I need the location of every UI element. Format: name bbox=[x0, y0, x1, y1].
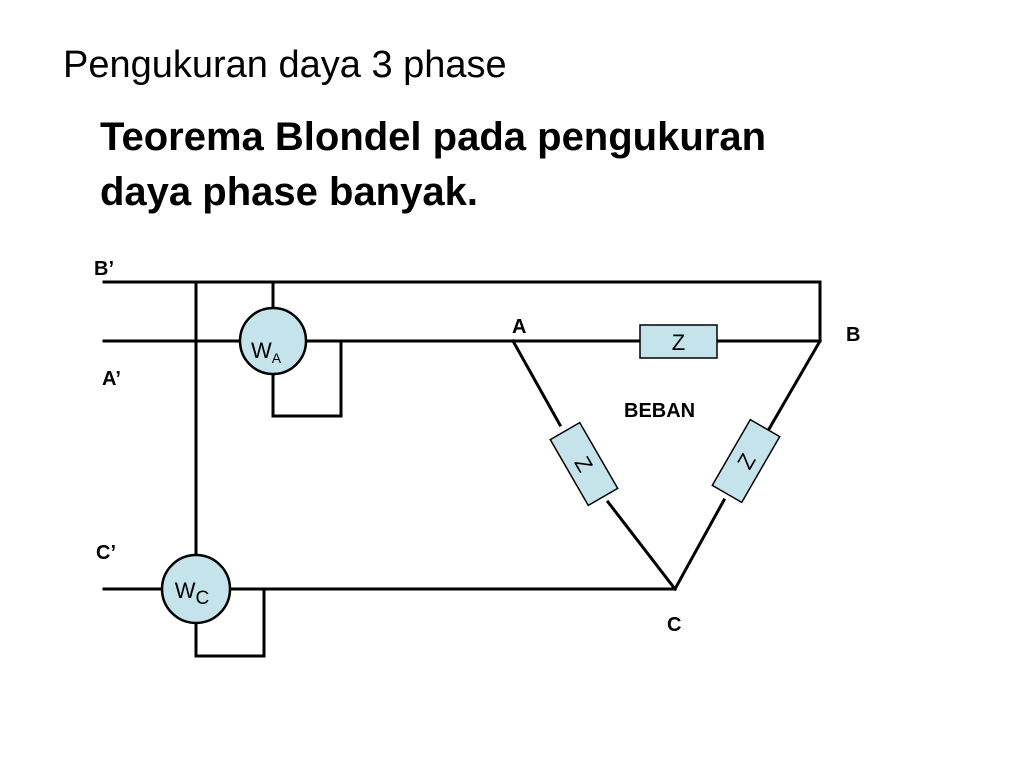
wires bbox=[102, 280, 823, 658]
label-a-prime: A’ bbox=[102, 368, 121, 390]
subtitle-line-1: Teorema Blondel pada pengukuran bbox=[100, 115, 767, 159]
wire-z-ac-to-c bbox=[605, 499, 678, 592]
impedance-bc: Z bbox=[711, 418, 781, 504]
label-b-prime: B’ bbox=[94, 258, 114, 280]
wattmeter-wc-sub: C bbox=[196, 588, 210, 609]
label-c-prime: C’ bbox=[96, 542, 116, 564]
wire-z-bc-to-c bbox=[672, 497, 727, 592]
wattmeter-wa: WA bbox=[238, 306, 308, 376]
impedance-ac: Z bbox=[549, 421, 619, 507]
wire-a-to-z-ac bbox=[510, 338, 563, 428]
wattmeter-wc-main: W bbox=[175, 578, 196, 603]
labels: B’ A’ C’ A B C BEBAN bbox=[94, 258, 860, 636]
label-node-c: C bbox=[667, 614, 681, 636]
label-node-a: A bbox=[512, 316, 526, 338]
svg-text:WA: WA bbox=[251, 338, 282, 366]
wattmeter-wc: WC bbox=[160, 553, 232, 625]
slide-title: Pengukuran daya 3 phase bbox=[63, 44, 507, 86]
wire-b-to-z-bc bbox=[762, 338, 823, 439]
wattmeter-wa-main: W bbox=[251, 338, 272, 363]
svg-text:WC: WC bbox=[175, 578, 210, 609]
impedance-ab: Z bbox=[639, 324, 718, 359]
subtitle-line-2: daya phase banyak. bbox=[100, 170, 478, 214]
impedance-ab-label: Z bbox=[672, 330, 685, 355]
label-node-b: B bbox=[846, 324, 860, 346]
slide-subtitle: Teorema Blondel pada pengukuran daya pha… bbox=[100, 110, 900, 220]
label-load: BEBAN bbox=[624, 400, 695, 422]
wattmeter-wa-sub: A bbox=[272, 350, 282, 366]
